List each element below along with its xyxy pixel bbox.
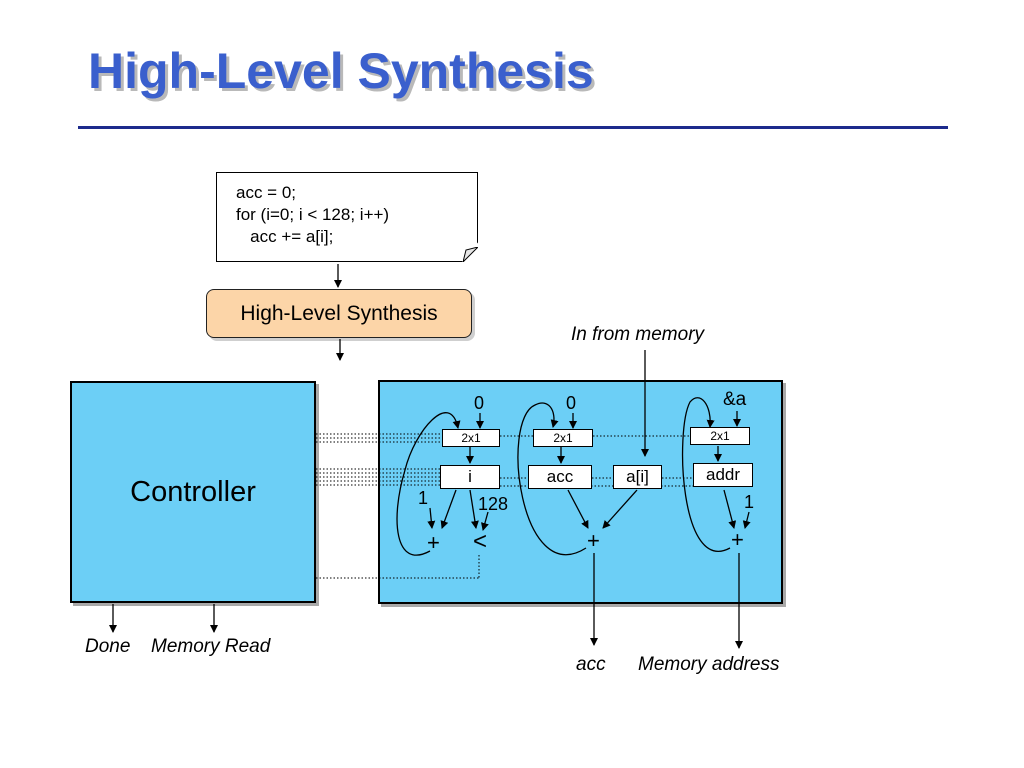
code-note-fold — [463, 247, 478, 262]
page-title: High-Level Synthesis — [88, 43, 594, 99]
code-text: acc = 0; for (i=0; i < 128; i++) acc += a… — [236, 182, 389, 248]
controller-block — [70, 381, 316, 603]
title-divider — [78, 126, 948, 129]
register-a-i: a[i] — [613, 465, 662, 489]
register-i-label: i — [468, 467, 472, 486]
register-acc-label: acc — [546, 467, 574, 486]
adder-addr: + — [731, 527, 744, 552]
code-line-2: for (i=0; i < 128; i++) — [236, 205, 390, 224]
mux-acc: 2x1 — [533, 429, 593, 447]
hls-block-label: High-Level Synthesis — [240, 301, 438, 325]
adder-acc: + — [587, 528, 600, 553]
const-zero-acc: 0 — [566, 393, 577, 413]
const-128: 128 — [478, 494, 509, 514]
done-label: Done — [85, 636, 131, 657]
code-note — [216, 172, 478, 262]
const-addr-a: &a — [723, 389, 747, 410]
datapath-block — [378, 380, 783, 604]
register-acc: acc — [528, 465, 592, 489]
const-one-addr: 1 — [744, 492, 755, 512]
hls-block: High-Level Synthesis — [206, 289, 472, 338]
controller-label: Controller — [130, 476, 256, 508]
register-a-i-label: a[i] — [626, 467, 649, 486]
register-addr: addr — [693, 463, 753, 487]
const-one-i: 1 — [418, 488, 429, 508]
code-line-3: acc += a[i]; — [236, 227, 334, 246]
mux-acc-label: 2x1 — [553, 431, 573, 445]
mux-addr-label: 2x1 — [710, 429, 730, 443]
adder-i: + — [427, 530, 440, 555]
in-from-memory-label: In from memory — [571, 324, 705, 345]
memory-read-label: Memory Read — [151, 636, 271, 657]
const-zero-i: 0 — [474, 393, 485, 413]
memory-address-label: Memory address — [638, 654, 780, 675]
mux-i: 2x1 — [442, 429, 500, 447]
comparator-less: < — [473, 528, 488, 555]
acc-output-label: acc — [576, 654, 606, 675]
register-addr-label: addr — [705, 465, 741, 484]
register-i: i — [440, 465, 500, 489]
mux-addr: 2x1 — [690, 427, 750, 445]
mux-i-label: 2x1 — [461, 431, 481, 445]
code-line-1: acc = 0; — [236, 183, 297, 202]
